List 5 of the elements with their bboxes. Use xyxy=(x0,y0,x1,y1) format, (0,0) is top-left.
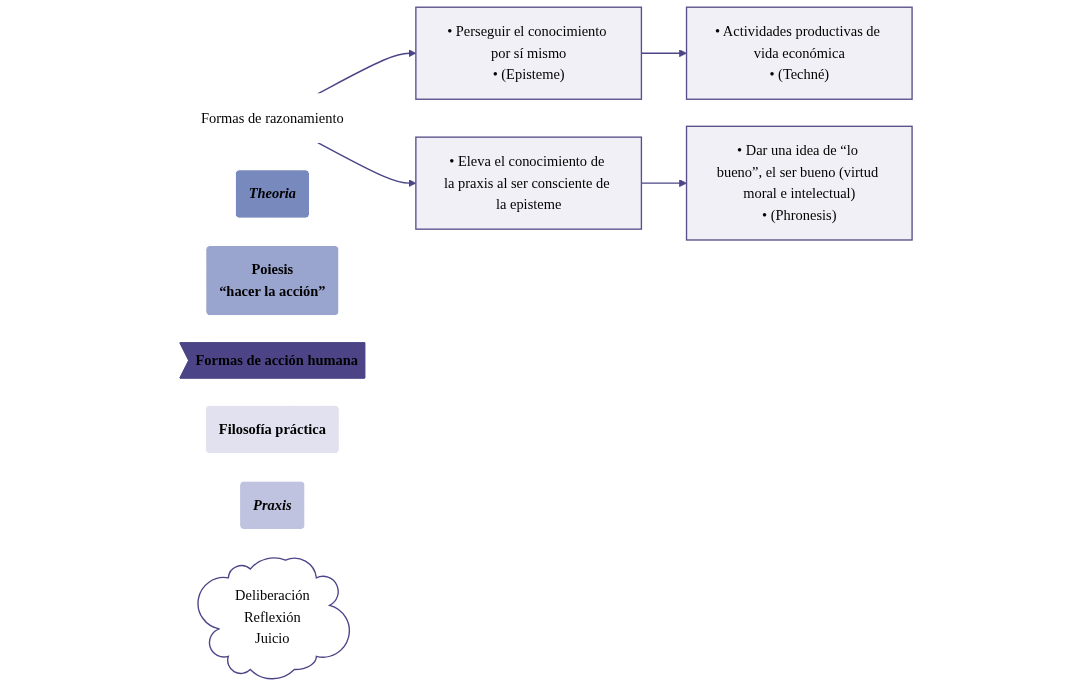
node-text: Formas de razonamiento xyxy=(200,110,344,126)
node-box: • Actividades productivas de vida económica • (Techné) xyxy=(685,6,913,100)
node-box: • Dar una idea de “lo bueno”, el ser bueno (virtud moral e intelectual) • (Phronesis) xyxy=(685,125,913,241)
node-box: • Perseguir el conocimiento por sí mismo • (Episteme) xyxy=(415,6,643,100)
node-box: • Eleva el conocimiento de la praxis al ser consciente de la episteme xyxy=(415,136,643,230)
